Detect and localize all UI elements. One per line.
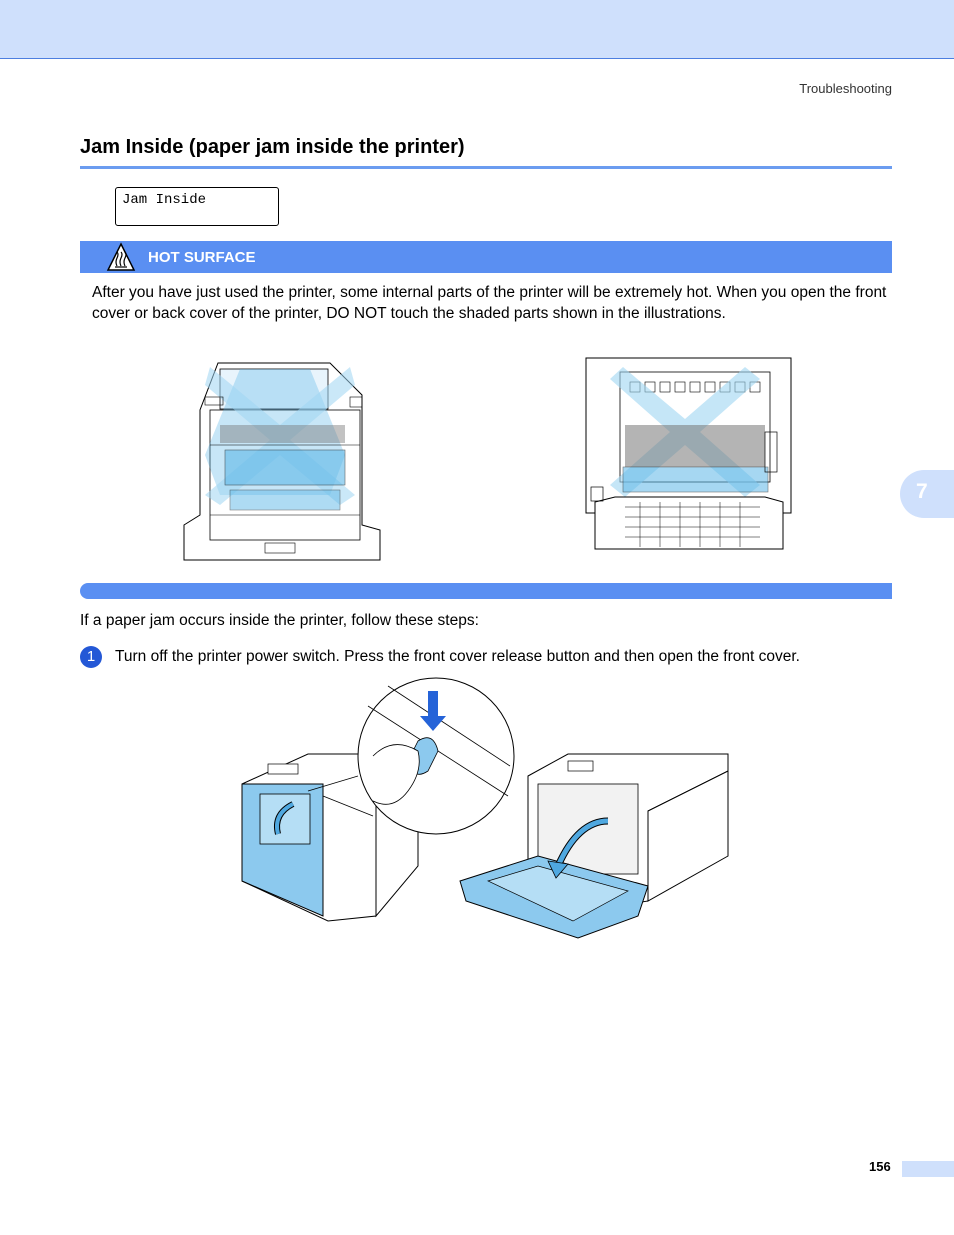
page-number: 156 <box>869 1159 891 1174</box>
chapter-tab: 7 <box>900 470 954 518</box>
intro-text: If a paper jam occurs inside the printer… <box>80 612 479 629</box>
top-band <box>0 0 954 59</box>
page-title: Jam Inside (paper jam inside the printer… <box>80 136 465 158</box>
hot-surface-warning-bar: HOT SURFACE <box>80 241 892 273</box>
warning-text: After you have just used the printer, so… <box>92 284 887 322</box>
warning-label: HOT SURFACE <box>148 249 256 266</box>
page-number-tab <box>902 1161 954 1177</box>
hot-surface-icon <box>106 242 136 271</box>
open-front-cover-illustration <box>241 677 729 939</box>
lcd-message-box: Jam Inside <box>115 187 279 226</box>
running-header: Troubleshooting <box>799 81 892 96</box>
front-open-hot-parts-illustration <box>183 362 381 561</box>
warning-end-bar <box>80 583 892 599</box>
chapter-number: 7 <box>916 480 928 503</box>
step-text: Turn off the printer power switch. Press… <box>115 648 800 665</box>
step-number-badge: 1 <box>80 646 102 668</box>
title-underline <box>80 166 892 169</box>
back-open-hot-parts-illustration <box>585 357 792 550</box>
lcd-message-text: Jam Inside <box>122 192 207 208</box>
